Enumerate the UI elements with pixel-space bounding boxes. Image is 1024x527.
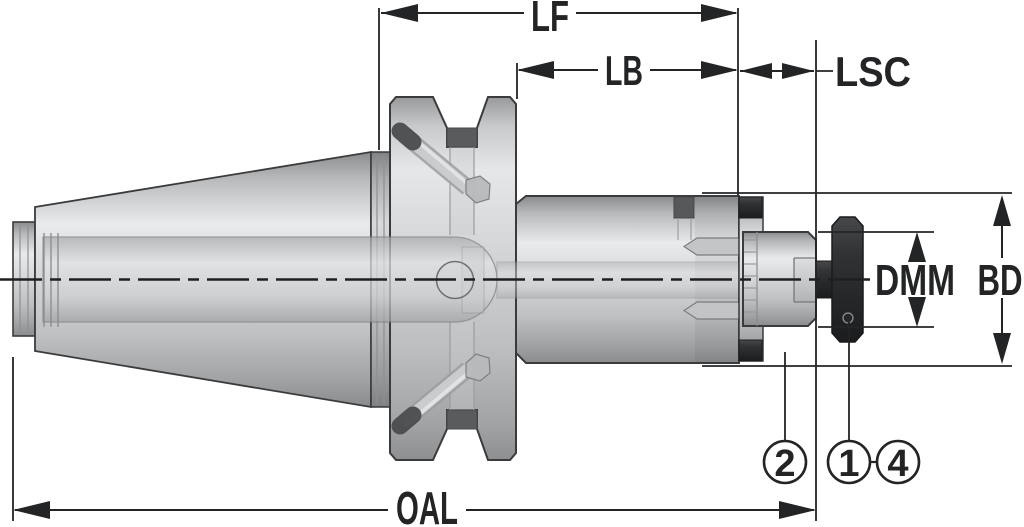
pilot-counterbore — [793, 257, 816, 303]
dimension-lsc: LSC — [740, 48, 911, 95]
arrow-up-icon — [908, 232, 926, 262]
dim-label-oal: OAL — [396, 482, 458, 527]
dimension-lf: LF — [378, 0, 739, 195]
callout-label-1: 1 — [838, 443, 859, 485]
arrow-up-icon — [993, 195, 1011, 226]
arrow-left-icon — [381, 4, 418, 22]
dim-label-bd: BD — [978, 256, 1023, 305]
dimension-dmm: DMM — [818, 231, 958, 328]
dim-label-lsc: LSC — [835, 48, 911, 95]
arrow-down-icon — [993, 333, 1011, 364]
arrow-down-icon — [908, 297, 926, 327]
lock-screw-slot — [673, 196, 695, 219]
drive-pin-top — [391, 122, 491, 204]
callout-circle — [762, 439, 808, 485]
screw-dot — [842, 312, 854, 324]
dimension-bd: BD — [702, 192, 1024, 367]
callout-circle — [875, 439, 921, 485]
arrow-right-icon — [782, 63, 814, 79]
drive-key-top — [738, 196, 763, 219]
callout-1-4: 1 4 — [826, 322, 921, 485]
drive-key-bottom — [738, 339, 763, 362]
dim-label-lf: LF — [531, 0, 569, 41]
dimension-lb: LB — [516, 47, 738, 99]
v-groove-slot-bottom — [446, 409, 478, 430]
arrow-right-icon — [779, 501, 816, 519]
dimension-oal: OAL — [12, 40, 817, 527]
v-groove-slot-top — [446, 127, 478, 148]
arrow-left-icon — [517, 61, 554, 79]
callout-label-4: 4 — [887, 443, 908, 485]
arrow-right-icon — [701, 61, 738, 79]
arrow-right-icon — [701, 4, 738, 22]
arrow-left-icon — [740, 63, 772, 79]
callout-label-2: 2 — [774, 443, 795, 485]
dim-label-dmm: DMM — [875, 256, 955, 305]
set-screw-top — [682, 237, 746, 256]
callout-2: 2 — [762, 352, 808, 485]
arrow-left-icon — [13, 501, 50, 519]
drive-pin-bottom — [391, 353, 491, 435]
dim-label-lb: LB — [605, 47, 643, 94]
set-screw-bottom — [682, 301, 746, 320]
